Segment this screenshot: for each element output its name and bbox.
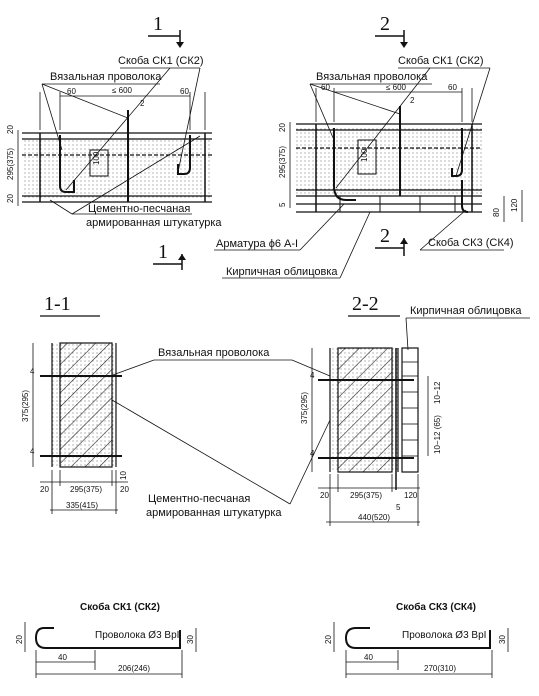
dim-295-s22: 295(375) [350,491,382,500]
section-2-2: 2-2 375(295) 4 4 10−12 10−12 (65) 20 295… [300,293,530,526]
section-2-2-title: 2-2 [352,293,379,315]
label-wire-s11: Вязальная проволока [158,347,270,359]
bracket-ck3-dim-30: 30 [498,635,507,644]
bracket-ck1-dim-length: 206(246) [118,664,150,673]
section-mark-2-bottom: 2 [380,225,390,247]
bracket-ck3-dim-40: 40 [364,653,373,662]
dim-4b-s11: 4 [30,447,35,456]
section-mark-1-top: 1 [153,13,163,35]
dim-375-s11: 375(295) [21,390,30,422]
label-brick-s22: Кирпичная облицовка [410,305,522,317]
section-1-1: 1-1 375(295) 4 4 10 20 295(375) 20 335(4… [21,293,331,519]
dim-20r-s11: 20 [120,485,129,494]
bracket-ck3-title: Скоба СК3 (СК4) [396,601,476,613]
label-skoba-ck1-v2: Скоба СК1 (СК2) [398,55,484,67]
bracket-ck1-dim-40: 40 [58,653,67,662]
bracket-ck1-dim-20: 20 [15,635,24,644]
label-rebar: Арматура ϕ6 А-I [216,238,298,250]
bracket-ck3-dim-20: 20 [324,635,333,644]
dim-440-s22: 440(520) [358,513,390,522]
dim-4a-s22: 4 [310,371,315,380]
dim-4a-s11: 4 [30,367,35,376]
dim-295-s11: 295(375) [70,485,102,494]
dim-20-bot: 20 [6,194,15,203]
dim-60-b-v2: 60 [448,83,457,92]
label-skoba-ck1: Скоба СК1 (СК2) [118,55,204,67]
label-plaster-2: армированная штукатурка [86,217,222,229]
dim-4b-s22: 4 [310,449,315,458]
label-plaster-1: Цементно-песчаная [88,203,190,215]
dim-100: 100 [92,151,101,165]
label-skoba-ck3: Скоба СК3 (СК4) [428,237,514,249]
dim-120-s22: 120 [404,491,418,500]
dim-10-12a-s22: 10−12 [433,381,442,404]
bracket-ck1-detail: Скоба СК1 (СК2) 20 Проволока Ø3 ВрI 40 3… [15,601,197,678]
view-1: 1 100 60 ≤ 600 2 60 20 295(375) 20 [6,13,222,270]
dim-5-v2: 5 [278,202,287,207]
dim-20-v2: 20 [278,123,287,132]
label-brick-v2: Кирпичная облицовка [226,266,338,278]
view-2: 2 100 60 ≤ 600 2 60 [214,13,523,279]
bracket-ck3-detail: Скоба СК3 (СК4) 20 Проволока Ø3 ВрI 40 3… [324,601,509,678]
dim-335-s11: 335(415) [66,501,98,510]
dim-295: 295(375) [6,148,15,180]
dim-20-s22: 20 [320,491,329,500]
dim-60-a-v2: 60 [321,83,330,92]
label-plaster-1-s11: Цементно-песчаная [148,493,250,505]
dim-2: 2 [140,99,145,108]
bracket-ck1-wire: Проволока Ø3 ВрI [95,630,179,641]
bracket-ck1-dim-30: 30 [186,635,195,644]
dim-600: ≤ 600 [112,86,133,95]
dim-80-v2: 80 [492,208,501,217]
dim-60-b: 60 [180,87,189,96]
bracket-ck3-wire: Проволока Ø3 ВрI [402,630,486,641]
label-wire: Вязальная проволока [50,71,162,83]
section-mark-2-top: 2 [380,13,390,35]
dim-10-s11: 10 [119,471,128,480]
dim-100-v2: 100 [360,148,369,162]
section-1-1-title: 1-1 [44,293,71,315]
label-wire-v2: Вязальная проволока [316,71,428,83]
dim-295-v2: 295(375) [278,146,287,178]
dim-20-top: 20 [6,125,15,134]
dim-5-s22: 5 [396,503,401,512]
section-mark-1-bottom: 1 [158,241,168,263]
dim-600-v2: ≤ 600 [386,83,407,92]
dim-60-a: 60 [67,87,76,96]
dim-2-v2: 2 [410,96,415,105]
dim-120-v2: 120 [510,198,519,212]
label-plaster-2-s11: армированная штукатурка [146,507,282,519]
dim-10-12b-s22: 10−12 (65) [433,415,442,454]
bracket-ck3-dim-length: 270(310) [424,664,456,673]
dim-375-s22: 375(295) [300,392,309,424]
bracket-ck1-title: Скоба СК1 (СК2) [80,601,160,613]
dim-20l-s11: 20 [40,485,49,494]
